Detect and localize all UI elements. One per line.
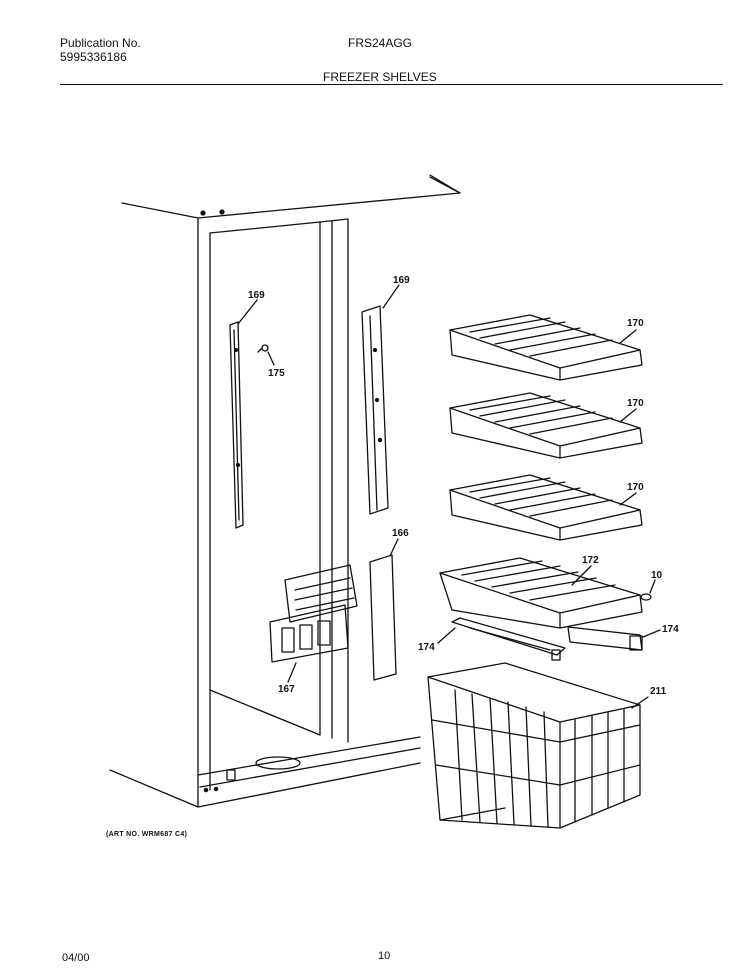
leader-169b	[382, 284, 400, 309]
leader-174a	[437, 627, 456, 644]
callout-172: 172	[582, 555, 599, 566]
shelf-rail-left	[229, 321, 244, 529]
shelf-170-lower	[449, 474, 643, 541]
leader-169a	[237, 299, 258, 325]
screw-175	[257, 344, 269, 353]
callout-174b: 174	[662, 624, 679, 635]
leader-170b	[619, 408, 637, 423]
page-number: 10	[378, 950, 391, 962]
publication-number: 5995336186	[60, 50, 127, 64]
leader-172	[571, 565, 592, 586]
leader-10	[649, 579, 656, 594]
callout-169a: 169	[248, 290, 265, 301]
basket-211	[427, 662, 641, 829]
shelf-172	[439, 557, 643, 629]
header-rule	[60, 84, 723, 85]
shelf-170-middle	[449, 392, 643, 459]
clip-10	[640, 593, 652, 601]
cabinet-drawing	[109, 174, 461, 808]
slide-174-left	[451, 617, 566, 661]
callout-169b: 169	[393, 275, 410, 286]
callout-174a: 174	[418, 642, 435, 653]
slide-174-right	[567, 626, 643, 651]
shelf-rail-right	[361, 305, 389, 515]
leader-166	[389, 538, 399, 557]
callout-166: 166	[392, 528, 409, 539]
callout-170a: 170	[627, 318, 644, 329]
leader-174b	[642, 629, 661, 638]
leader-170a	[619, 329, 637, 344]
leader-175	[267, 351, 275, 366]
footer-date: 04/00	[62, 952, 90, 964]
section-title: FREEZER SHELVES	[323, 70, 437, 84]
art-number: (ART NO. WRM687 C4)	[106, 831, 188, 838]
leader-170c	[619, 492, 637, 506]
callout-167: 167	[278, 684, 295, 695]
callout-175: 175	[268, 368, 285, 379]
leader-211	[631, 696, 649, 709]
callout-10: 10	[651, 570, 663, 581]
callout-211: 211	[650, 686, 667, 697]
callout-170c: 170	[627, 482, 644, 493]
cover-panel	[369, 554, 397, 681]
model-number: FRS24AGG	[348, 36, 413, 50]
publication-label: Publication No.	[60, 36, 141, 50]
callout-170b: 170	[627, 398, 644, 409]
leader-167	[287, 662, 297, 683]
control-housing	[269, 564, 358, 663]
shelf-170-top	[449, 314, 643, 381]
